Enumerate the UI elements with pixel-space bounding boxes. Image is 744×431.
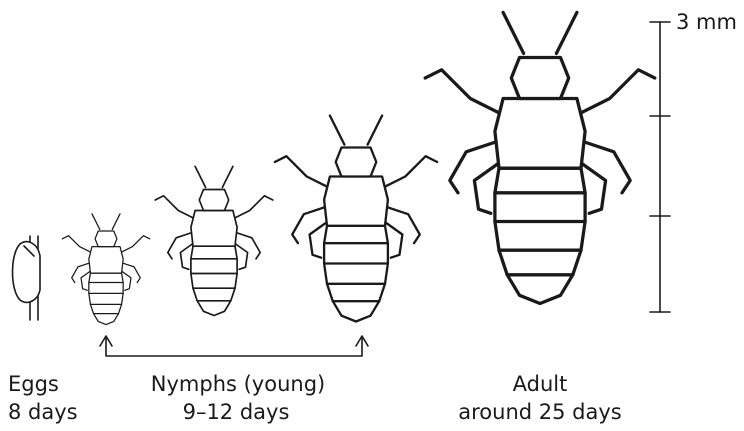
nymph-large-drawing	[275, 116, 437, 322]
eggs-duration: 8 days	[8, 398, 78, 426]
adult-name: Adult	[513, 370, 568, 398]
nymph-bracket	[100, 336, 368, 356]
nymph-medium-drawing	[155, 166, 273, 315]
egg-drawing	[13, 236, 41, 320]
scale-bar	[650, 22, 670, 312]
nymph-small-drawing	[62, 214, 149, 325]
eggs-name: Eggs	[8, 370, 59, 398]
adult-duration: around 25 days	[458, 398, 621, 426]
nymphs-duration: 9–12 days	[183, 398, 290, 426]
scale-label: 3 mm	[676, 8, 737, 36]
nymphs-name: Nymphs (young)	[151, 370, 325, 398]
adult-drawing	[425, 12, 655, 303]
